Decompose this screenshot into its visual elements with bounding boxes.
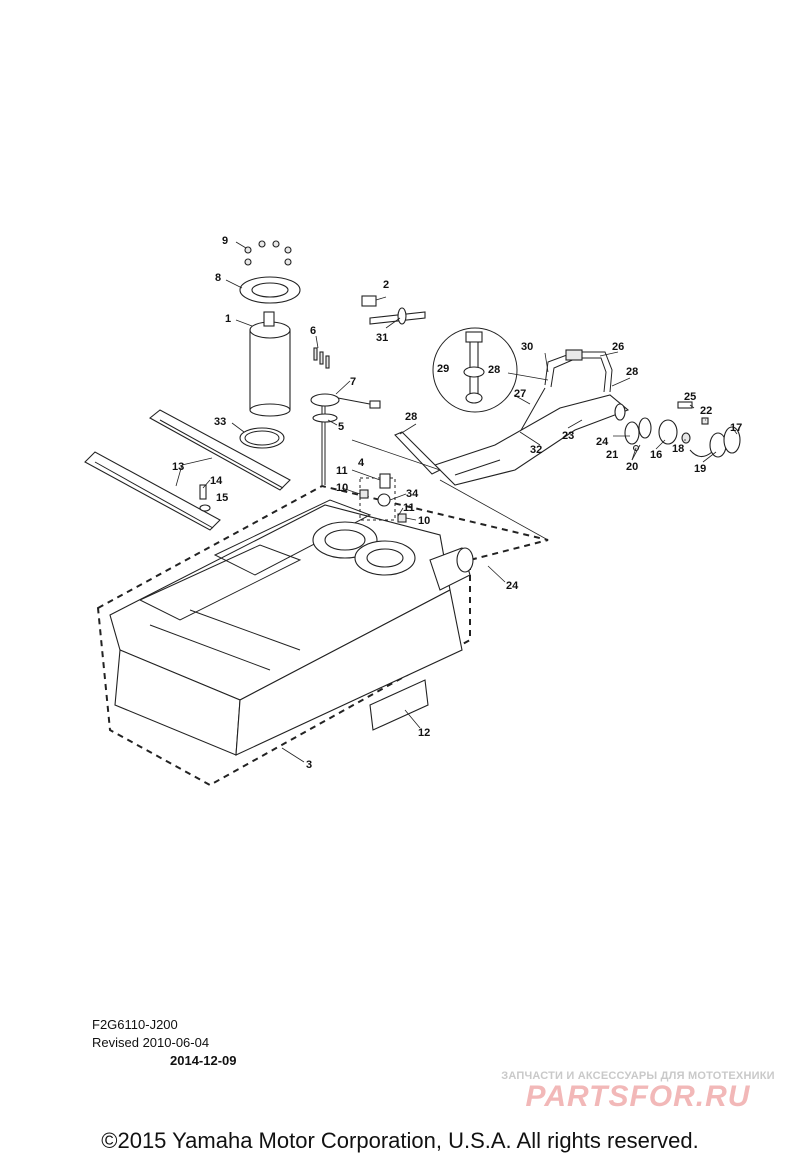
callout-6: 6 <box>310 325 316 337</box>
callout-24-upper: 24 <box>596 436 609 448</box>
washer-15 <box>199 504 211 512</box>
callout-27: 27 <box>514 388 526 400</box>
callout-28-right: 28 <box>626 366 638 378</box>
revised-date: Revised 2010-06-04 <box>92 1035 210 1050</box>
callout-23: 23 <box>562 430 574 442</box>
callout-8: 8 <box>215 272 221 284</box>
fuel-tank <box>96 484 549 787</box>
print-date: 2014-12-09 <box>170 1053 237 1068</box>
gasket-5 <box>312 413 338 423</box>
diagram-code-block: F2G6110-J200 Revised 2010-06-04 2014-12-… <box>92 1016 237 1070</box>
pump-flange-cover <box>239 276 301 304</box>
callout-11-upper: 11 <box>336 465 348 477</box>
sensor-2 <box>361 295 377 307</box>
callout-24-lower: 24 <box>506 580 519 592</box>
callout-7: 7 <box>350 376 356 388</box>
callout-12: 12 <box>418 727 430 739</box>
callout-5: 5 <box>338 421 344 433</box>
callout-30: 30 <box>521 341 533 353</box>
callout-numbers: 9 8 1 33 13 14 15 6 7 5 2 31 28 4 11 10 … <box>172 235 742 771</box>
callout-16: 16 <box>650 449 662 461</box>
callout-3: 3 <box>306 759 312 771</box>
callout-10-upper: 10 <box>336 482 348 494</box>
callout-18: 18 <box>672 443 684 455</box>
mounting-bracket-upper <box>149 409 291 491</box>
filler-cap-assembly <box>614 401 741 458</box>
screws-6 <box>313 347 330 369</box>
callout-26: 26 <box>612 341 624 353</box>
hose-clip-31 <box>369 307 426 325</box>
callout-4: 4 <box>358 457 365 469</box>
callout-10-lower: 10 <box>418 515 430 527</box>
leader-lines <box>175 241 738 763</box>
mounting-bracket-lower <box>84 451 221 531</box>
callout-21: 21 <box>606 449 618 461</box>
callout-9: 9 <box>222 235 228 247</box>
callout-14: 14 <box>210 475 223 487</box>
callout-28-left: 28 <box>405 411 417 423</box>
bolt-14 <box>199 484 207 500</box>
check-valve-detail <box>432 327 518 413</box>
callout-2: 2 <box>383 279 389 291</box>
copyright-notice: ©2015 Yamaha Motor Corporation, U.S.A. A… <box>101 1128 699 1153</box>
filler-neck-hose <box>394 394 630 486</box>
o-ring-33 <box>239 427 285 449</box>
callout-17: 17 <box>730 422 742 434</box>
fitting-assembly <box>359 473 407 523</box>
callout-13: 13 <box>172 461 184 473</box>
callout-31: 31 <box>376 332 388 344</box>
callout-20: 20 <box>626 461 638 473</box>
callout-34: 34 <box>406 488 419 500</box>
callout-1: 1 <box>225 313 231 325</box>
diagram-code: F2G6110-J200 <box>92 1017 178 1032</box>
callout-29: 29 <box>437 363 449 375</box>
cover-bolts <box>244 240 292 266</box>
fuel-pump <box>249 311 291 417</box>
callout-22: 22 <box>700 405 712 417</box>
callout-25: 25 <box>684 391 696 403</box>
callout-33: 33 <box>214 416 226 428</box>
callout-28-detail: 28 <box>488 364 500 376</box>
callout-19: 19 <box>694 463 706 475</box>
callout-15: 15 <box>216 492 228 504</box>
callout-32: 32 <box>530 444 542 456</box>
callout-11-lower: 11 <box>403 502 415 514</box>
